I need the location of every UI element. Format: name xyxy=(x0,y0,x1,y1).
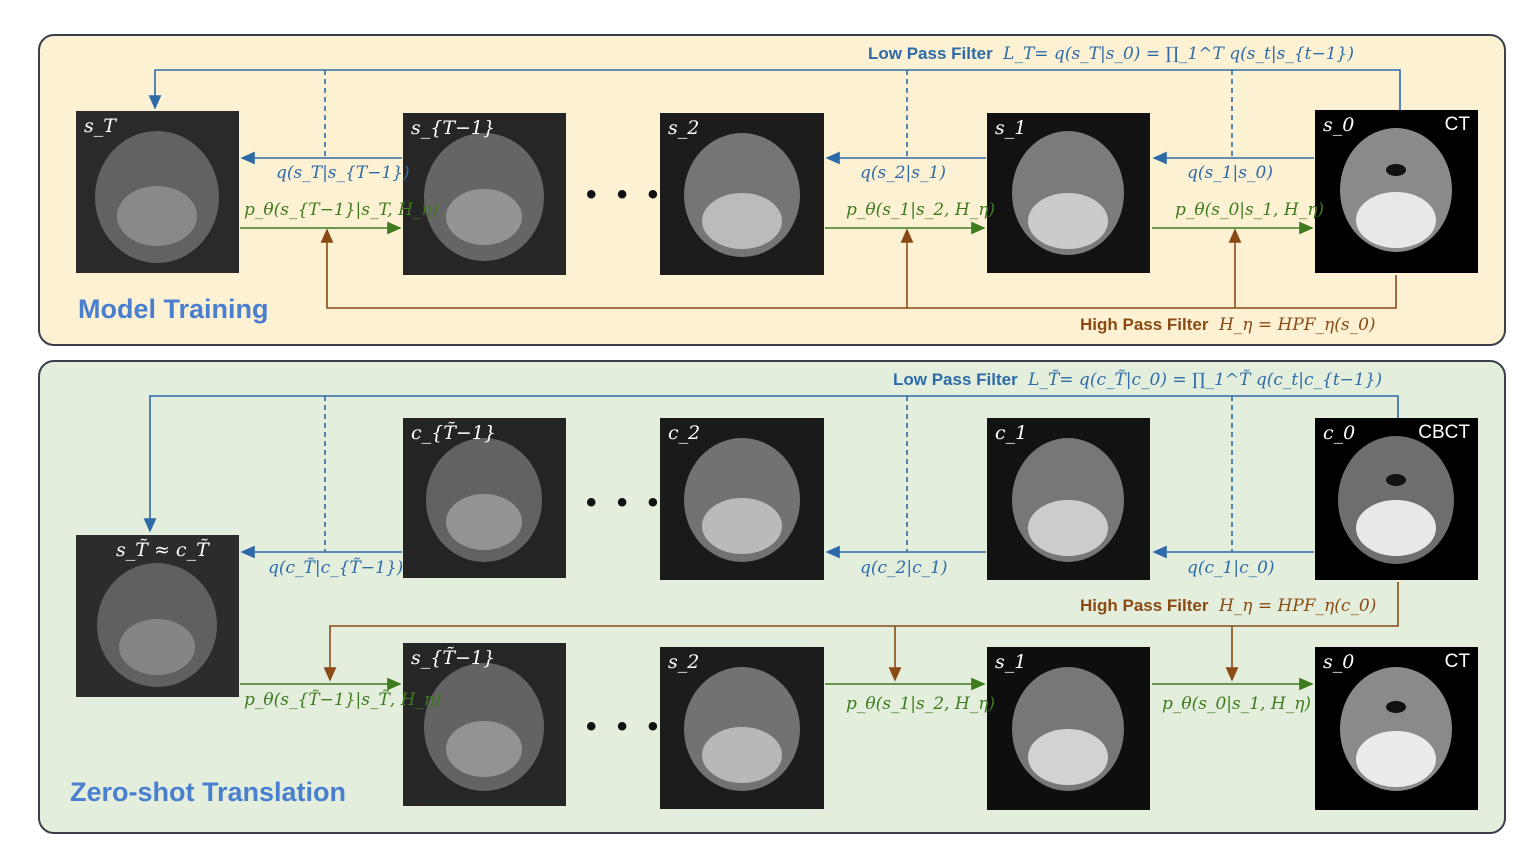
modality-tag: CBCT xyxy=(1418,422,1470,443)
image-label: c_2 xyxy=(668,422,701,444)
forward-label: q(s_1|s_0) xyxy=(1187,163,1273,183)
training-lpf-loop xyxy=(148,69,1401,158)
noisy-slice-image: s_T̃ ≈ c_T̃ xyxy=(76,535,239,697)
ct-slice-image: s_{T−1} xyxy=(403,113,566,275)
image-label: s_0 xyxy=(1323,651,1355,673)
zeroshot-lpf-caption: Low Pass Filter L_T̃= q(c_T̃|c_0) = ∏_1^… xyxy=(893,370,1382,390)
image-label: s_T xyxy=(84,115,116,137)
forward-label: q(c_2|c_1) xyxy=(860,558,948,578)
lpf-formula: L_T̃= q(c_T̃|c_0) = ∏_1^T̃ q(c_t|c_{t−1}… xyxy=(1028,370,1383,390)
forward-label: q(s_2|s_1) xyxy=(860,163,946,183)
ellipsis: • • • xyxy=(586,486,665,519)
image-label: s_T̃ ≈ c_T̃ xyxy=(116,539,209,561)
lpf-label: Low Pass Filter xyxy=(893,370,1018,389)
reverse-label: p_θ(s_1|s_2, H_η) xyxy=(846,694,996,714)
ct-slice-image: s_1 xyxy=(987,113,1150,273)
reverse-label: p_θ(s_0|s_1, H_η) xyxy=(1175,200,1325,220)
hpf-formula: H_η = HPF_η(s_0) xyxy=(1218,315,1376,335)
ct-slice-image: s_1 xyxy=(987,647,1150,810)
hpf-label: High Pass Filter xyxy=(1080,596,1209,615)
zeroshot-lpf-loop xyxy=(143,395,1399,552)
lpf-label: Low Pass Filter xyxy=(868,44,993,63)
image-label: s_0 xyxy=(1323,114,1355,136)
hpf-formula: H_η = HPF_η(c_0) xyxy=(1218,596,1377,616)
image-label: c_{T̃−1} xyxy=(411,422,496,444)
section-title: Zero-shot Translation xyxy=(70,777,347,807)
training-lpf-caption: Low Pass Filter L_T= q(s_T|s_0) = ∏_1^T … xyxy=(868,44,1354,64)
zeroshot-hpf-loop xyxy=(323,582,1399,682)
image-label: s_2 xyxy=(668,651,700,673)
forward-label: q(c_1|c_0) xyxy=(1187,558,1275,578)
ct-slice-image: s_0 CT xyxy=(1315,110,1478,273)
image-label: c_0 xyxy=(1323,422,1356,444)
hpf-label: High Pass Filter xyxy=(1080,315,1209,334)
image-label: c_1 xyxy=(995,422,1028,444)
ellipsis: • • • xyxy=(586,178,665,211)
ct-slice-image: s_{T̃−1} xyxy=(403,643,566,806)
image-label: s_1 xyxy=(995,651,1027,673)
cbct-slice-image: c_2 xyxy=(660,418,824,580)
image-label: s_{T−1} xyxy=(411,117,496,139)
cbct-slice-image: c_1 xyxy=(987,418,1150,580)
training-hpf-loop xyxy=(320,228,1397,309)
ct-slice-image: s_0 CT xyxy=(1315,647,1478,810)
ct-slice-image: s_2 xyxy=(660,647,824,809)
forward-label: q(c_T̃|c_{T̃−1}) xyxy=(268,558,404,578)
modality-tag: CT xyxy=(1444,651,1470,672)
zeroshot-hpf-caption: High Pass Filter H_η = HPF_η(c_0) xyxy=(1080,596,1376,616)
reverse-label: p_θ(s_{T−1}|s_T, H_η) xyxy=(244,200,439,220)
training-hpf-caption: High Pass Filter H_η = HPF_η(s_0) xyxy=(1080,315,1376,335)
section-title: Model Training xyxy=(78,294,269,324)
image-label: s_1 xyxy=(995,117,1027,139)
cbct-slice-image: c_0 CBCT xyxy=(1315,418,1478,580)
reverse-label: p_θ(s_0|s_1, H_η) xyxy=(1162,694,1312,714)
forward-label: q(s_T|s_{T−1}) xyxy=(276,163,410,183)
ct-slice-image: s_T xyxy=(76,111,239,273)
ct-slice-image: s_2 xyxy=(660,113,824,275)
ellipsis: • • • xyxy=(586,710,665,743)
reverse-label: p_θ(s_{T̃−1}|s_T̃, H_η) xyxy=(244,690,441,710)
image-label: s_2 xyxy=(668,117,700,139)
lpf-formula: L_T= q(s_T|s_0) = ∏_1^T q(s_t|s_{t−1}) xyxy=(1003,44,1354,64)
image-label: s_{T̃−1} xyxy=(411,647,496,669)
cbct-slice-image: c_{T̃−1} xyxy=(403,418,566,578)
reverse-label: p_θ(s_1|s_2, H_η) xyxy=(846,200,996,220)
modality-tag: CT xyxy=(1444,114,1470,135)
